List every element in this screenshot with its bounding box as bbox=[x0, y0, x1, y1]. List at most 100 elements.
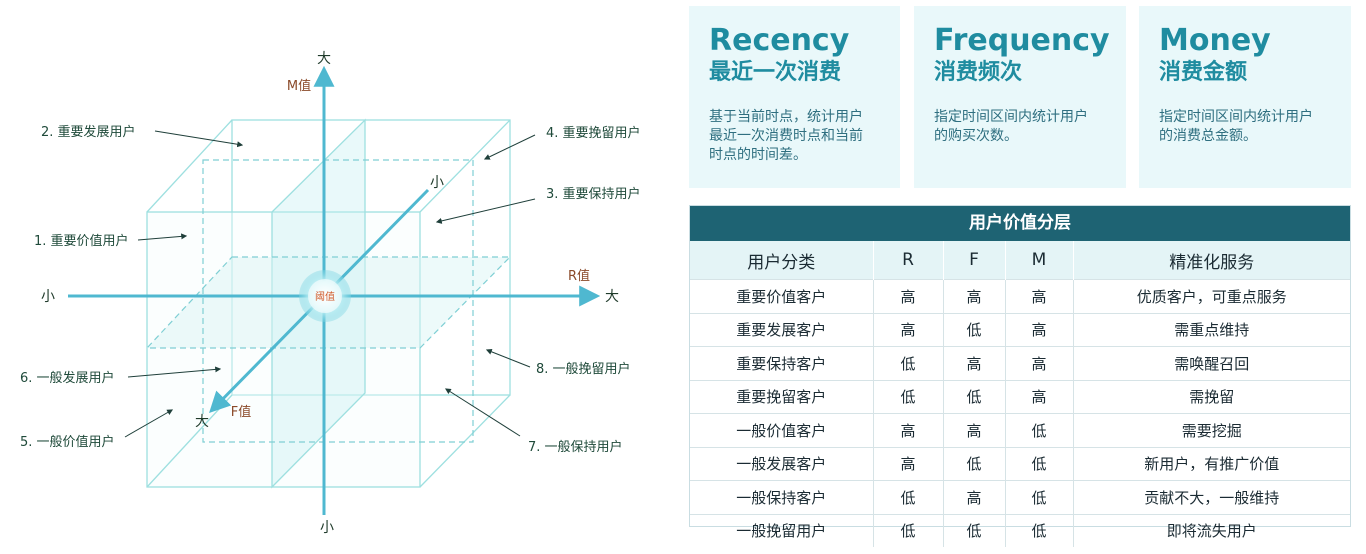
cell-service: 需要挖掘 bbox=[1073, 413, 1350, 447]
rfm-cube-diagram: 阈值 大 小 小 大 小 大 M值 R值 F值 1. 重要价值用户 2. 重要发… bbox=[20, 51, 641, 536]
pointer-arrow-6 bbox=[127, 366, 222, 378]
cell-category: 重要挽留客户 bbox=[690, 379, 874, 414]
segment-label-3: 3. 重要保持用户 bbox=[546, 186, 641, 202]
cell-service: 需唤醒召回 bbox=[1073, 346, 1350, 380]
cell-m: 低 bbox=[1005, 413, 1074, 447]
pointer-arrow-5 bbox=[124, 409, 174, 438]
table-row: 一般保持客户 低 高 低 贡献不大，一般维持 bbox=[690, 480, 1350, 514]
frequency-card: Frequency 消费频次 指定时间区间内统计用户 的购买次数。 bbox=[914, 6, 1126, 188]
cell-f: 高 bbox=[943, 413, 1006, 447]
pointer-arrow-7 bbox=[444, 388, 521, 437]
cell-category: 一般发展客户 bbox=[690, 446, 874, 481]
cell-f: 低 bbox=[943, 312, 1006, 347]
segment-label-6: 6. 一般发展用户 bbox=[20, 370, 115, 386]
recency-desc-line-2: 最近一次消费时点和当前 bbox=[709, 128, 863, 144]
cell-m: 低 bbox=[1005, 513, 1074, 547]
header-service: 精准化服务 bbox=[1073, 241, 1350, 280]
cell-m: 高 bbox=[1005, 279, 1074, 313]
cell-f: 高 bbox=[943, 480, 1006, 514]
header-r: R bbox=[873, 241, 944, 280]
depth-mid-plane bbox=[202, 159, 474, 443]
cell-r: 高 bbox=[873, 446, 944, 481]
cell-category: 一般挽留用户 bbox=[690, 513, 874, 547]
cell-r: 低 bbox=[873, 513, 944, 547]
segment-label-1: 1. 重要价值用户 bbox=[34, 233, 129, 249]
segment-label-5: 5. 一般价值用户 bbox=[20, 434, 115, 450]
cell-service: 需重点维持 bbox=[1073, 312, 1350, 347]
header-f: F bbox=[943, 241, 1006, 280]
header-m: M bbox=[1005, 241, 1074, 280]
recency-desc-line-1: 基于当前时点，统计用户 bbox=[709, 109, 863, 125]
cell-service: 即将流失用户 bbox=[1073, 513, 1350, 547]
cell-category: 一般保持客户 bbox=[690, 480, 874, 514]
table-row: 重要发展客户 高 低 高 需重点维持 bbox=[690, 312, 1350, 347]
money-card: Money 消费金额 指定时间区间内统计用户 的消费总金额。 bbox=[1139, 6, 1351, 188]
frequency-desc-line-2: 的购买次数。 bbox=[934, 128, 1018, 144]
user-value-table: 用户价值分层 用户分类 R F M 精准化服务 重要价值客户 高 高 高 优质客… bbox=[689, 205, 1351, 547]
cube-front-face bbox=[146, 211, 421, 488]
table-title: 用户价值分层 bbox=[690, 206, 1350, 241]
cell-f: 高 bbox=[943, 346, 1006, 380]
money-title-cn: 消费金额 bbox=[1159, 60, 1248, 85]
cell-f: 低 bbox=[943, 379, 1006, 414]
segment-label-4: 4. 重要挽留用户 bbox=[546, 125, 641, 141]
pointer-arrow-8 bbox=[485, 348, 531, 368]
table-header-row: 用户分类 R F M 精准化服务 bbox=[690, 241, 1350, 280]
table-row: 重要挽留客户 低 低 高 需挽留 bbox=[690, 379, 1350, 414]
cell-r: 高 bbox=[873, 312, 944, 347]
money-description: 指定时间区间内统计用户 的消费总金额。 bbox=[1159, 108, 1331, 146]
cell-category: 重要保持客户 bbox=[690, 346, 874, 380]
frequency-desc-line-1: 指定时间区间内统计用户 bbox=[934, 109, 1088, 125]
table-row: 一般价值客户 高 高 低 需要挖掘 bbox=[690, 413, 1350, 447]
frequency-title-en: Frequency bbox=[934, 23, 1110, 58]
cell-f: 高 bbox=[943, 279, 1006, 313]
cell-service: 优质客户，可重点服务 bbox=[1073, 279, 1350, 313]
cell-category: 一般价值客户 bbox=[690, 413, 874, 447]
cell-f: 低 bbox=[943, 446, 1006, 481]
r-axis-small-label: 小 bbox=[41, 289, 55, 305]
cell-m: 高 bbox=[1005, 312, 1074, 347]
cell-service: 新用户，有推广价值 bbox=[1073, 446, 1350, 481]
pointer-arrow-2 bbox=[154, 130, 244, 148]
r-axis-big-label: 大 bbox=[605, 289, 619, 305]
money-desc-line-2: 的消费总金额。 bbox=[1159, 128, 1257, 144]
cell-r: 低 bbox=[873, 346, 944, 380]
recency-title-cn: 最近一次消费 bbox=[709, 60, 842, 85]
frequency-title-cn: 消费频次 bbox=[934, 60, 1023, 85]
f-axis-big-label: 大 bbox=[195, 414, 209, 430]
table-row: 一般挽留用户 低 低 低 即将流失用户 bbox=[690, 513, 1350, 547]
segment-label-8: 8. 一般挽留用户 bbox=[536, 361, 631, 377]
threshold-label: 阈值 bbox=[315, 290, 335, 303]
recency-title-en: Recency bbox=[709, 23, 850, 58]
segment-table: 用户分类 R F M 精准化服务 重要价值客户 高 高 高 优质客户，可重点服务… bbox=[690, 241, 1350, 547]
cell-m: 低 bbox=[1005, 446, 1074, 481]
m-axis-big-label: 大 bbox=[317, 51, 331, 67]
table-row: 重要保持客户 低 高 高 需唤醒召回 bbox=[690, 346, 1350, 380]
money-title-en: Money bbox=[1159, 23, 1271, 58]
recency-desc-line-3: 时点的时间差。 bbox=[709, 147, 807, 163]
cell-r: 低 bbox=[873, 480, 944, 514]
cell-m: 低 bbox=[1005, 480, 1074, 514]
cell-service: 需挽留 bbox=[1073, 379, 1350, 414]
recency-description: 基于当前时点，统计用户 最近一次消费时点和当前 时点的时间差。 bbox=[709, 108, 880, 165]
cell-service: 贡献不大，一般维持 bbox=[1073, 480, 1350, 514]
cell-category: 重要价值客户 bbox=[690, 279, 874, 313]
cell-r: 高 bbox=[873, 279, 944, 313]
table-row: 重要价值客户 高 高 高 优质客户，可重点服务 bbox=[690, 279, 1350, 313]
frequency-description: 指定时间区间内统计用户 的购买次数。 bbox=[934, 108, 1106, 146]
segment-label-2: 2. 重要发展用户 bbox=[41, 124, 136, 140]
segment-label-7: 7. 一般保持用户 bbox=[528, 439, 623, 455]
f-axis-name: F值 bbox=[231, 404, 251, 420]
table-row: 一般发展客户 高 低 低 新用户，有推广价值 bbox=[690, 446, 1350, 481]
pointer-arrow-3 bbox=[435, 198, 536, 224]
cell-f: 低 bbox=[943, 513, 1006, 547]
m-axis-name: M值 bbox=[287, 78, 311, 94]
recency-card: Recency 最近一次消费 基于当前时点，统计用户 最近一次消费时点和当前 时… bbox=[689, 6, 900, 188]
pointer-arrow-4 bbox=[483, 134, 536, 160]
header-category: 用户分类 bbox=[690, 241, 874, 280]
cell-r: 低 bbox=[873, 379, 944, 414]
cell-category: 重要发展客户 bbox=[690, 312, 874, 347]
money-desc-line-1: 指定时间区间内统计用户 bbox=[1159, 109, 1313, 125]
pointer-arrow-1 bbox=[137, 233, 188, 241]
cell-r: 高 bbox=[873, 413, 944, 447]
